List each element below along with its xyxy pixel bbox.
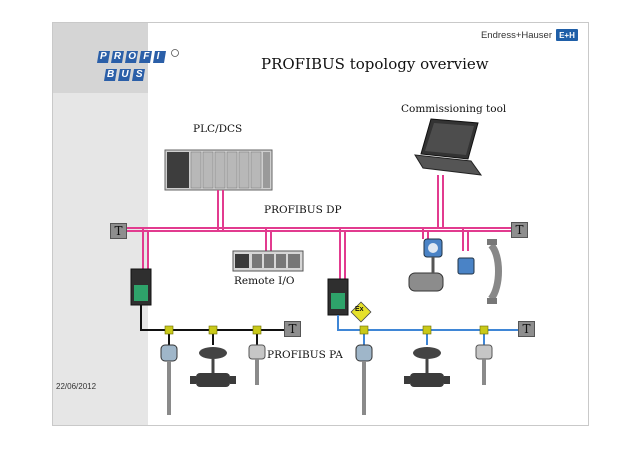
ex-hazard-marker	[350, 301, 372, 323]
registered-icon	[171, 49, 179, 57]
plc-dcs-label: PLC/DCS	[193, 123, 243, 135]
pa-level-probe-right	[355, 344, 373, 415]
terminator-pa-right: T	[518, 321, 535, 337]
profibus-dp-label: PROFIBUS DP	[264, 204, 342, 216]
profibus-logo-graphic	[97, 49, 179, 81]
page-title: PROFIBUS topology overview	[261, 55, 489, 73]
pa-pressure-left	[248, 344, 266, 385]
terminator-dp-left: T	[110, 223, 127, 239]
slide-date: 22/06/2012	[56, 382, 97, 391]
slide: PROFI BUS Endress+Hauser E+H PROFIBUS to…	[52, 22, 589, 426]
logo-text-top: PROFI	[100, 51, 167, 62]
commissioning-tool-label: Commissioning tool	[401, 103, 507, 115]
remote-io-label: Remote I/O	[234, 275, 295, 287]
profibus-pa-bus-left	[140, 305, 284, 345]
topology-diagram	[121, 118, 526, 415]
pa-pressure-right	[475, 344, 493, 385]
pa-valve-right	[404, 347, 450, 387]
plc-rack-device	[164, 149, 273, 191]
dp-pa-coupler-left	[130, 268, 152, 306]
dp-pa-coupler-right	[327, 278, 349, 316]
pa-junction-nodes	[164, 325, 489, 335]
logo-text-bottom: BUS	[107, 69, 150, 80]
brand-name: Endress+Hauser	[480, 29, 552, 41]
dp-flowmeter	[457, 239, 502, 304]
laptop-icon	[414, 118, 483, 176]
profibus-pa-label: PROFIBUS PA	[267, 349, 343, 361]
terminator-pa-left: T	[284, 321, 301, 337]
remote-io-device	[232, 250, 304, 272]
pa-level-probe-left	[160, 344, 178, 415]
profibus-logo: PROFI BUS	[93, 49, 188, 89]
ex-label: Ex	[355, 306, 364, 313]
terminator-dp-right: T	[511, 222, 528, 238]
brand-mark-icon: E+H	[556, 29, 578, 41]
brand-header: Endress+Hauser E+H	[481, 29, 578, 41]
dp-pressure-transmitter	[408, 238, 444, 292]
pa-valve-left	[190, 347, 236, 387]
